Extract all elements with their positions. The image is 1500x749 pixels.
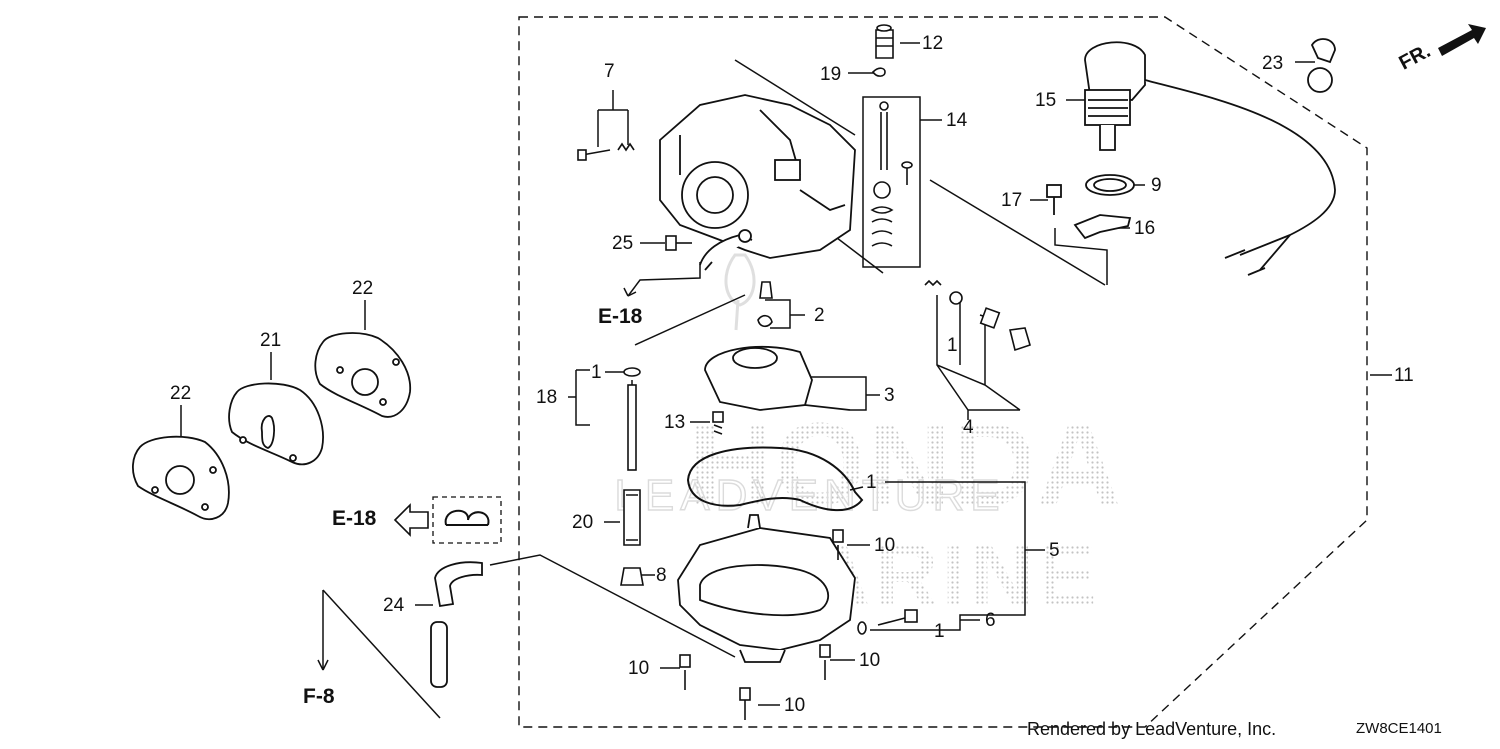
- clip-part: [444, 509, 490, 526]
- float-valve: [757, 281, 773, 328]
- callout-22-left: 22: [170, 383, 192, 404]
- ref-e18-top[interactable]: E-18: [598, 305, 643, 328]
- callout-25: 25: [612, 233, 634, 254]
- callout-16: 16: [1134, 218, 1156, 239]
- float-chamber-bowl: [677, 514, 856, 663]
- callout-1-pilot: 1: [947, 335, 958, 356]
- callout-3: 3: [884, 385, 895, 406]
- insulator-plates: [132, 332, 411, 520]
- fuel-hose: [430, 561, 483, 688]
- callout-11: 11: [1394, 365, 1414, 386]
- assembly-boundary: [518, 16, 1368, 728]
- screw-25: [665, 235, 692, 251]
- callout-20: 20: [572, 512, 594, 533]
- callout-19: 19: [820, 64, 842, 85]
- diagram-code: ZW8CE1401: [1356, 720, 1442, 737]
- needle-jet-parts: [870, 101, 913, 247]
- float: [704, 345, 851, 411]
- callout-21: 21: [260, 330, 282, 351]
- ref-f8[interactable]: F-8: [303, 685, 335, 708]
- callout-15: 15: [1035, 90, 1057, 111]
- callout-17: 17: [1001, 190, 1023, 211]
- callout-2: 2: [814, 305, 825, 326]
- pilot-screw-set: [924, 279, 1031, 352]
- callout-10-upper: 10: [874, 535, 896, 556]
- drain-screw: [857, 609, 918, 635]
- ref-e18-left[interactable]: E-18: [332, 507, 377, 530]
- callout-1-drain: 1: [934, 621, 945, 642]
- wire-clamp: [1307, 38, 1336, 93]
- choke-solenoid-assembly: [1046, 41, 1336, 276]
- throttle-stop-screw: [577, 142, 635, 161]
- watermark-flame-logo: [724, 253, 756, 331]
- float-valve-parts: [871, 24, 894, 77]
- callout-24: 24: [383, 595, 405, 616]
- screw-13: [712, 411, 724, 435]
- callout-8: 8: [656, 565, 667, 586]
- callout-18: 18: [536, 387, 558, 408]
- callout-10-bottom: 10: [784, 695, 806, 716]
- watermark-company: LEADVENTURE: [614, 471, 1005, 520]
- carburetor-body: [659, 94, 856, 271]
- callout-1-gasket: 1: [866, 472, 877, 493]
- callout-10-right: 10: [859, 650, 881, 671]
- callout-22-right: 22: [352, 278, 374, 299]
- rendered-by-credit: Rendered by LeadVenture, Inc.: [1027, 719, 1277, 739]
- clip-box: [432, 496, 502, 544]
- callout-6: 6: [985, 610, 996, 631]
- front-direction-arrow: [1438, 24, 1486, 56]
- callout-9: 9: [1151, 175, 1162, 196]
- callout-13: 13: [664, 412, 686, 433]
- e18-left-arrow: [393, 503, 429, 537]
- callout-10-left: 10: [628, 658, 650, 679]
- callout-23: 23: [1262, 53, 1284, 74]
- callout-7: 7: [604, 61, 615, 82]
- callout-12: 12: [922, 33, 944, 54]
- float-chamber-gasket: [686, 446, 864, 512]
- callout-5: 5: [1049, 540, 1060, 561]
- callout-1-jet: 1: [591, 362, 602, 383]
- callout-4: 4: [963, 417, 974, 438]
- screw-set-10: [679, 529, 844, 720]
- callout-14: 14: [946, 110, 968, 131]
- watermark-brand: HONDA: [689, 399, 1122, 531]
- main-jet-parts: [620, 367, 644, 586]
